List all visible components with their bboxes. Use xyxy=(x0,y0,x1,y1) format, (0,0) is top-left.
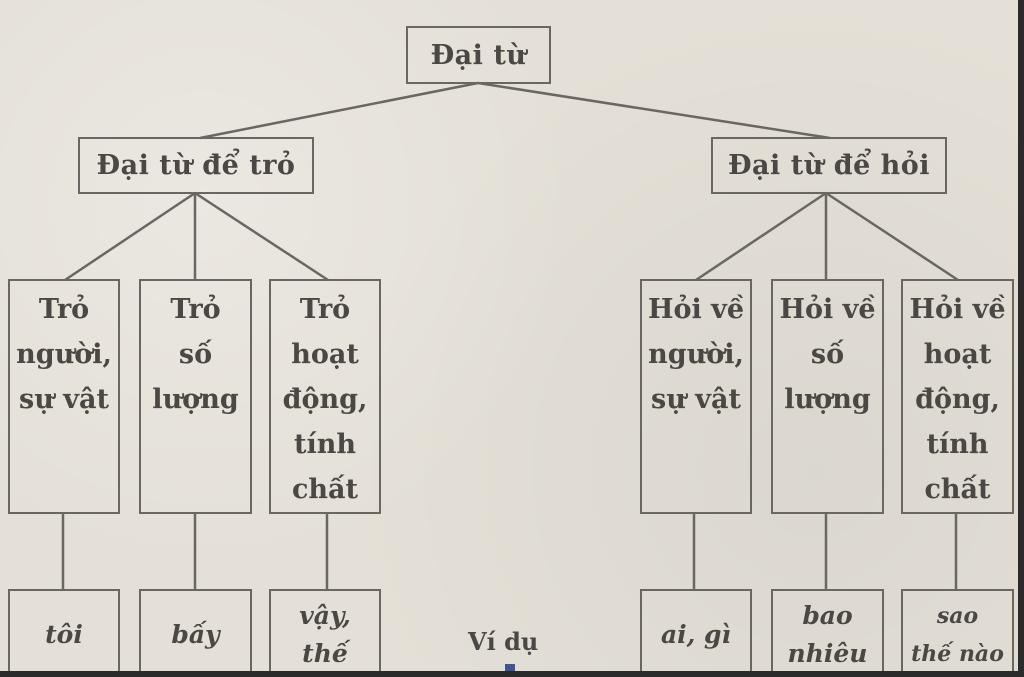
example-text: bao xyxy=(802,601,853,630)
category-line: sự vật xyxy=(19,384,109,415)
example-text: sao xyxy=(936,603,979,629)
example-vay-the: vậy, thế xyxy=(269,589,381,671)
category-line: hoạt xyxy=(291,339,359,370)
category-line: động, xyxy=(282,384,368,415)
category-line: số xyxy=(810,339,845,370)
example-text: nhiêu xyxy=(787,639,868,668)
category-line: hoạt xyxy=(923,339,992,370)
example-text: thế nào xyxy=(911,641,1004,667)
example-bay: bấy xyxy=(139,589,252,671)
example-text: tôi xyxy=(45,620,83,649)
branch-demonstrative: Đại từ để trỏ xyxy=(78,137,314,194)
category-line: số xyxy=(178,339,213,370)
category-point-action-property: Trỏ hoạt động, tính chất xyxy=(269,279,381,514)
category-line: tính xyxy=(294,429,356,460)
category-ask-quantity: Hỏi về số lượng xyxy=(771,279,884,514)
category-line: Hỏi về xyxy=(779,294,876,325)
branch-interrogative: Đại từ để hỏi xyxy=(711,137,947,194)
root-label: Đại từ xyxy=(430,39,527,71)
branch-demonstrative-label: Đại từ để trỏ xyxy=(96,150,296,181)
category-line: Trỏ xyxy=(38,294,90,325)
category-line: Hỏi về xyxy=(909,294,1006,325)
example-label: Ví dụ xyxy=(468,627,539,656)
category-line: tính xyxy=(926,429,989,460)
cursor-marker xyxy=(505,664,515,671)
category-line: người, xyxy=(16,339,112,370)
branch-interrogative-label: Đại từ để hỏi xyxy=(727,150,931,181)
category-line: chất xyxy=(924,474,991,505)
example-sao-the-nao: sao thế nào xyxy=(901,589,1014,671)
example-text: bấy xyxy=(171,620,220,649)
category-line: sự vật xyxy=(651,384,741,415)
category-line: lượng xyxy=(152,384,239,415)
example-bao-nhieu: bao nhiêu xyxy=(771,589,884,671)
category-line: Trỏ xyxy=(299,294,351,325)
category-line: động, xyxy=(915,384,1000,415)
example-text: ai, gì xyxy=(660,620,732,649)
category-point-person-thing: Trỏ người, sự vật xyxy=(8,279,120,514)
example-toi: tôi xyxy=(8,589,120,671)
category-ask-person-thing: Hỏi về người, sự vật xyxy=(640,279,752,514)
category-line: người, xyxy=(648,339,744,370)
root-node: Đại từ xyxy=(406,26,551,84)
example-text: vậy, xyxy=(299,601,351,630)
category-line: Hỏi về xyxy=(647,294,745,325)
category-line: chất xyxy=(291,474,359,505)
category-point-quantity: Trỏ số lượng xyxy=(139,279,252,514)
example-ai-gi: ai, gì xyxy=(640,589,752,671)
category-line: lượng xyxy=(784,384,871,415)
category-line: Trỏ xyxy=(170,294,221,325)
category-ask-action-property: Hỏi về hoạt động, tính chất xyxy=(901,279,1014,514)
example-text: thế xyxy=(302,639,348,668)
